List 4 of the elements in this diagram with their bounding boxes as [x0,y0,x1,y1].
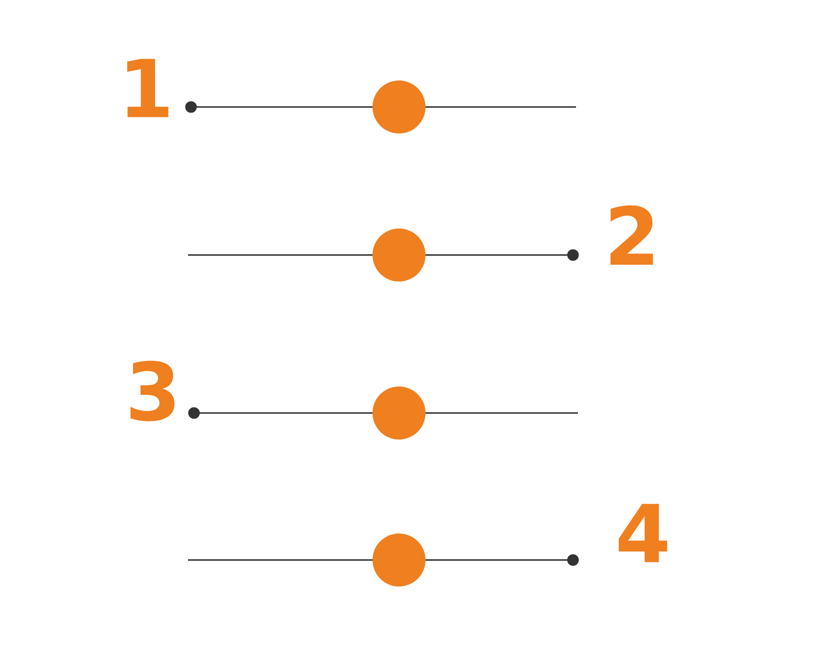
step-number: 3 [130,360,174,422]
step-number: 4 [618,504,668,562]
step-number: 2 [610,205,653,265]
step-number: 1 [127,58,168,118]
